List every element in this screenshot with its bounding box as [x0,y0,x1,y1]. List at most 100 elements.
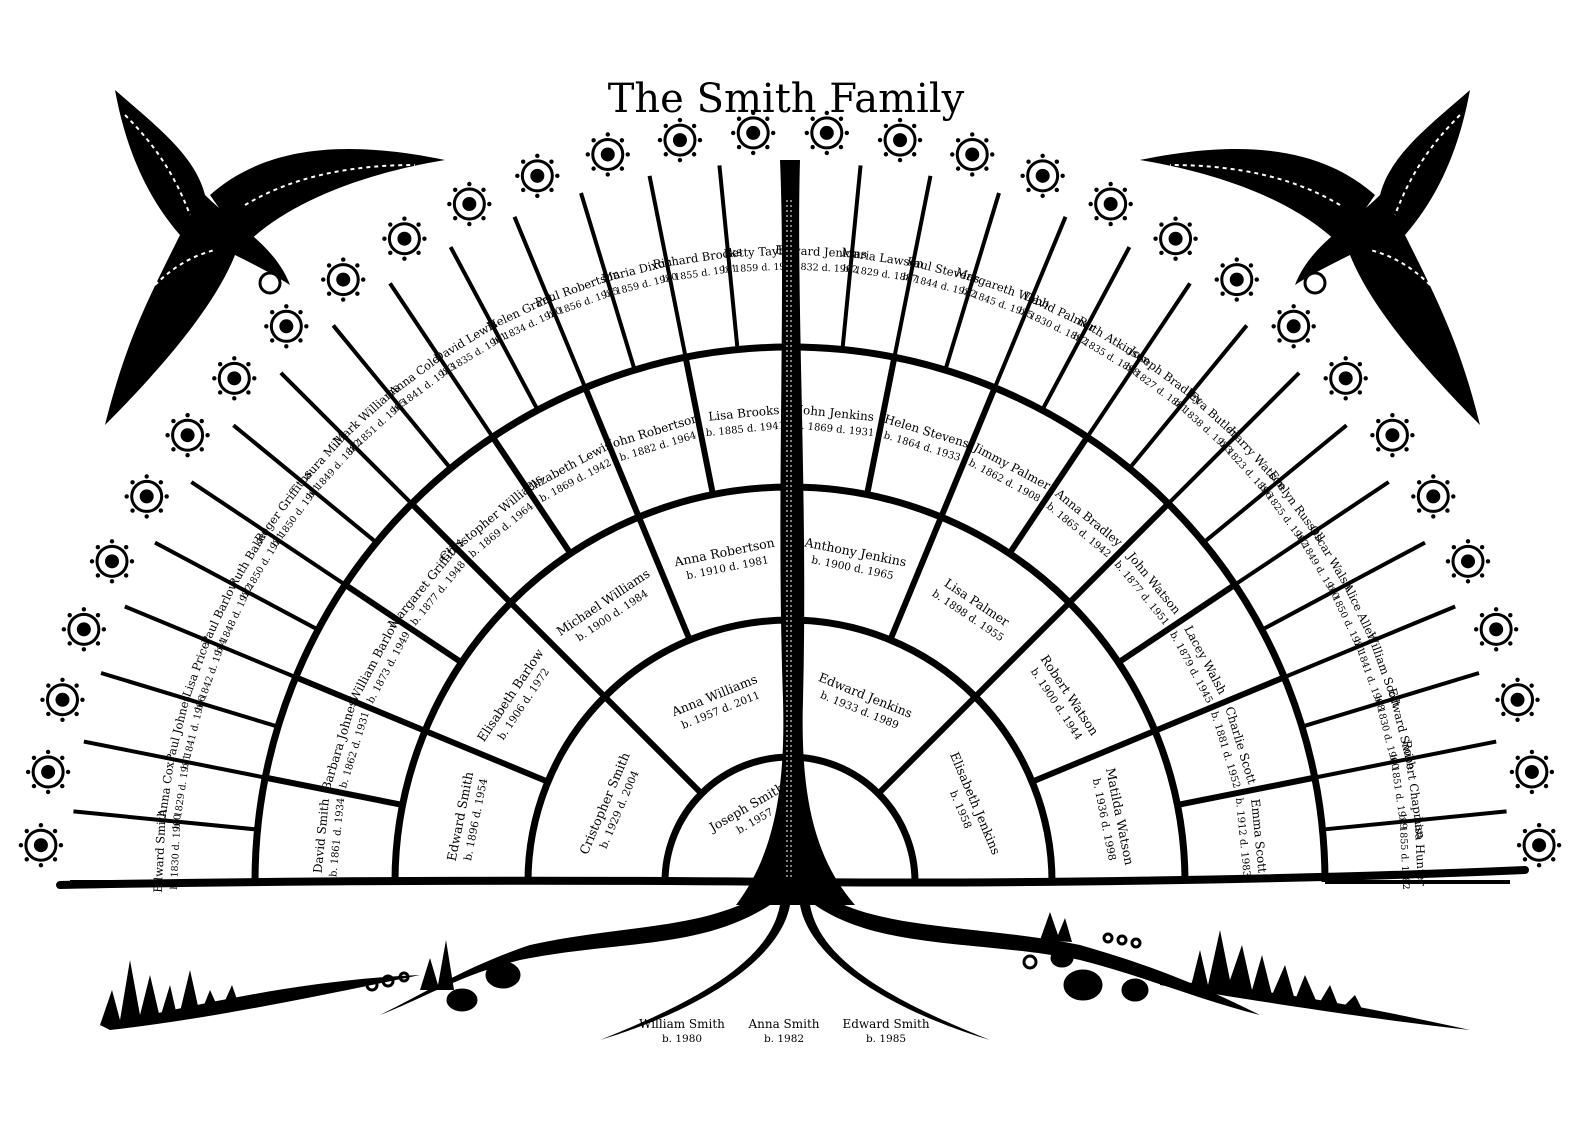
sector-divider [864,356,898,496]
sun-rosette-icon [1411,474,1456,519]
sector-divider [1176,774,1316,808]
sun-rosette-icon [124,474,169,519]
sector-divider [887,515,944,642]
person-name: Lisa Hunter [1412,816,1429,887]
outer-branch [232,423,378,545]
child-name: William Smith [639,1017,725,1031]
outer-branch [1322,809,1507,832]
sun-rosette-icon [1445,539,1491,584]
sector-divider [1006,435,1090,556]
sun-rosette-icon [165,413,210,458]
sun-rosette-icon [1370,413,1415,458]
sector-divider [423,728,550,785]
sun-rosette-icon [804,110,850,156]
child-dates: b. 1982 [764,1033,804,1045]
outer-branch [448,246,540,412]
sector-divider [682,356,716,496]
outer-branch [154,540,320,632]
outer-branch [943,192,1001,371]
child-dates: b. 1985 [866,1033,906,1045]
page-title: The Smith Family [608,76,965,122]
sun-rosette-icon [730,110,776,156]
sun-rosette-icon [1473,607,1519,652]
outer-branch-lines [70,162,1510,884]
sun-rosette-icon [1020,153,1065,199]
sector-divider [294,674,427,734]
outer-branch [512,216,588,389]
root-ornament-dots [365,932,1149,1012]
ground-line [56,866,1529,889]
sun-rosette-icon [264,304,309,349]
child-name: Edward Smith [842,1017,929,1031]
sun-rosette-icon [212,356,257,401]
person-dates: b. 1859 d. 1918 [722,261,798,276]
sector-divider [264,774,404,808]
sector-divider [409,501,513,605]
outer-branch [892,175,933,358]
sun-rosette-icon [61,607,107,652]
outer-branch [647,175,688,358]
outer-branch [840,165,863,350]
sun-rosette-icon [657,117,703,163]
outer-branch [73,809,258,832]
sun-rosette-icon [89,539,135,584]
grass-icon [100,912,1365,1025]
sector-divider [490,435,574,556]
outer-branch [1233,480,1390,587]
outer-branch [124,604,297,680]
sector-divider [973,600,1072,699]
sector-divider [636,515,693,642]
ring-dividers [264,356,1316,808]
sun-rosette-icon [1271,304,1316,349]
sector-divider [343,582,464,666]
outer-branch [1166,371,1301,506]
bird-icon [1140,90,1480,425]
outer-branch [331,324,453,470]
outer-branch [1202,423,1348,545]
sun-rosette-icon [1214,257,1259,302]
outer-branch [1040,246,1132,412]
outer-branch [1260,540,1426,632]
sector-divider [582,386,642,519]
sun-rosette-icon [877,117,923,163]
sun-rosette-icon [1153,216,1198,261]
sector-divider [876,694,978,796]
outer-branch [1283,604,1456,680]
sun-rosette-icon [25,749,71,795]
sector-divider [1067,501,1171,605]
sector-divider [1153,674,1286,734]
sun-rosette-icon [18,822,64,868]
sun-rosette-icon [585,132,630,177]
outer-branch [1085,282,1192,439]
outer-branch [83,739,266,780]
children-list: William Smith b. 1980 Anna Smith b. 1982… [639,1017,930,1045]
sun-rosette-icon [40,677,85,722]
sector-divider [508,600,607,699]
rosette-decorations [18,110,1562,868]
sun-rosette-icon [1323,356,1368,401]
sun-rosette-icon [515,153,560,199]
person-dates: b. 1832 d. 1902 [782,261,858,276]
outer-branch [1314,739,1497,780]
sector-divider [1116,582,1237,666]
outer-branch [1127,324,1249,470]
outer-branch [190,480,347,587]
outer-branch [279,371,414,506]
outer-branch [388,282,495,439]
child-name: Anna Smith [747,1017,819,1031]
sun-rosette-icon [321,257,366,302]
sector-divider [602,694,704,796]
sector-divider [1030,728,1157,785]
sun-rosette-icon [1088,181,1133,227]
outer-branch [100,671,279,729]
sun-rosette-icon [1516,822,1562,868]
outer-branch [717,165,740,350]
child-dates: b. 1980 [662,1033,702,1045]
person-name: Betty Taylor [723,243,795,260]
sun-rosette-icon [1509,749,1555,795]
sun-rosette-icon [950,132,995,177]
bird-icon [105,90,445,425]
sun-rosette-icon [1495,677,1540,722]
